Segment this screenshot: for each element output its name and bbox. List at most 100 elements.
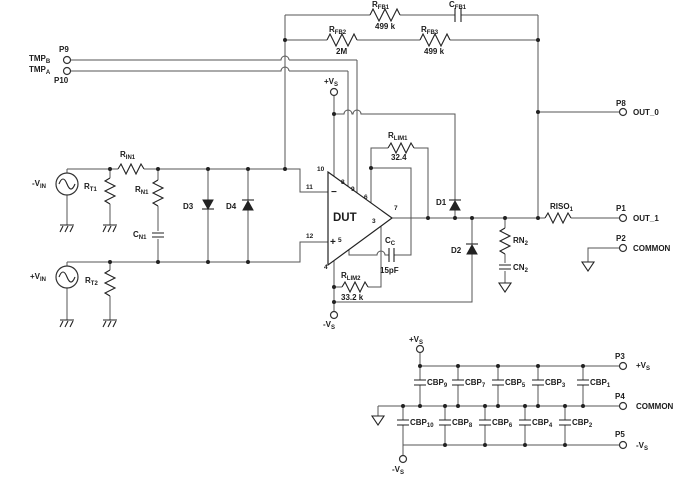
label-rin1: RIN1 bbox=[120, 150, 136, 161]
signal-label-common-p2: COMMON bbox=[633, 244, 671, 253]
label-rlim2: RLIM2 bbox=[341, 271, 361, 282]
terminal-vneg-bypass bbox=[398, 454, 408, 464]
resistor-rlim1 bbox=[387, 141, 415, 155]
dut-label: DUT bbox=[333, 212, 357, 224]
resistor-rfb3 bbox=[419, 32, 451, 48]
terminal-p2 bbox=[618, 243, 628, 253]
terminal-p1 bbox=[618, 213, 628, 223]
resistor-rt2 bbox=[103, 269, 117, 297]
terminal-id-p10: P10 bbox=[54, 76, 69, 85]
label-cbp3: CBP3 bbox=[545, 378, 566, 389]
label-rt1: RT1 bbox=[84, 182, 97, 193]
label-cbp8: CBP8 bbox=[452, 418, 473, 429]
label-cbp1: CBP1 bbox=[590, 378, 611, 389]
dut-pin-number-5: 5 bbox=[338, 237, 342, 244]
label-cc: CC bbox=[385, 236, 396, 247]
dut-pin-number-7: 7 bbox=[394, 205, 398, 212]
label-rfb3: RFB3 bbox=[421, 25, 439, 36]
grounds bbox=[59, 224, 596, 426]
label-d3: D3 bbox=[183, 202, 194, 211]
diode-d1 bbox=[449, 199, 461, 211]
diode-d2 bbox=[466, 243, 478, 255]
label-cbp5: CBP5 bbox=[505, 378, 526, 389]
resistors bbox=[103, 7, 572, 297]
terminal-p10 bbox=[62, 66, 72, 76]
value-rfb2: 2M bbox=[336, 47, 348, 56]
terminal-vpos-opamp bbox=[329, 87, 339, 97]
resistor-rfb1 bbox=[369, 7, 401, 23]
source-label-vin-neg: -VIN bbox=[32, 179, 46, 190]
capacitor-cc bbox=[388, 248, 395, 262]
wire-tmpa bbox=[71, 66, 349, 186]
wire-pin5-cc bbox=[348, 250, 389, 256]
signal-label-common-p4: COMMON bbox=[636, 402, 674, 411]
terminal-id-p9: P9 bbox=[59, 45, 69, 54]
label-cfb1: CFB1 bbox=[449, 0, 467, 11]
value-cc: 15pF bbox=[380, 266, 399, 275]
capacitor-cbp4 bbox=[519, 419, 531, 426]
resistor-rn2 bbox=[498, 227, 512, 255]
wire-p2-common bbox=[587, 247, 619, 262]
source-vin-neg bbox=[55, 172, 79, 196]
capacitor-cbp2 bbox=[559, 419, 571, 426]
capacitor-cbp5 bbox=[492, 379, 504, 386]
supply-label-vpos-opamp: +VS bbox=[324, 77, 339, 88]
terminal-p4 bbox=[618, 401, 628, 411]
terminal-vpos-bypass bbox=[415, 344, 425, 354]
wire-d2-return bbox=[334, 218, 473, 303]
wire-cc-to-node bbox=[371, 167, 412, 256]
terminal-vneg-opamp bbox=[329, 310, 339, 320]
signal-label-vneg-p5: -VS bbox=[636, 441, 649, 452]
ground-vin-pos bbox=[59, 319, 74, 328]
label-cbp9: CBP9 bbox=[427, 378, 448, 389]
signal-label-vpos-p3: +VS bbox=[636, 361, 651, 372]
diode-d4 bbox=[242, 199, 254, 211]
terminal-p3 bbox=[618, 361, 628, 371]
dut-pin-number-8: 8 bbox=[341, 179, 345, 186]
terminal-id-p8: P8 bbox=[616, 99, 626, 108]
terminal-id-p5: P5 bbox=[615, 430, 625, 439]
wire-input-rail-lower bbox=[67, 241, 328, 263]
value-rlim1: 32.4 bbox=[391, 153, 407, 162]
resistor-rfb2 bbox=[326, 32, 358, 48]
signal-label-tmpa: TMPA bbox=[29, 65, 51, 76]
signal-label-out0: OUT_0 bbox=[633, 108, 659, 117]
junction-dots bbox=[108, 38, 585, 447]
resistor-rin1 bbox=[117, 162, 145, 176]
ground-bypass bbox=[370, 415, 386, 426]
dut-pin-number-11: 11 bbox=[306, 184, 313, 191]
terminals bbox=[62, 55, 628, 464]
label-rfb2: RFB2 bbox=[329, 25, 347, 36]
terminal-id-p3: P3 bbox=[615, 352, 625, 361]
terminal-p8 bbox=[618, 107, 628, 117]
dut-pin-number-6: 6 bbox=[364, 194, 368, 201]
ground-p2 bbox=[580, 261, 596, 272]
dut-noninverting-sign: + bbox=[330, 237, 336, 248]
capacitor-cn1 bbox=[152, 232, 164, 238]
diodes bbox=[202, 199, 478, 255]
terminal-p5 bbox=[618, 440, 628, 450]
supply-label-vneg-opamp: -VS bbox=[323, 320, 336, 331]
ground-vin-neg bbox=[59, 224, 74, 233]
wire-bypass-top-columns bbox=[419, 366, 584, 406]
wire-bypass-bot-columns bbox=[402, 406, 566, 445]
supply-label-vneg-bypass: -VS bbox=[392, 465, 405, 476]
ground-rt1 bbox=[102, 224, 117, 233]
label-riso: RISO1 bbox=[550, 202, 573, 213]
wire-tmpb bbox=[71, 55, 358, 193]
diode-d3 bbox=[202, 199, 214, 211]
label-rt2: RT2 bbox=[85, 276, 98, 287]
ground-rt2 bbox=[102, 319, 117, 328]
dut-pin-number-10: 10 bbox=[317, 166, 325, 173]
dut-pin-number-4: 4 bbox=[324, 264, 328, 271]
label-cbp6: CBP6 bbox=[492, 418, 513, 429]
label-rn1: RN1 bbox=[135, 185, 149, 196]
value-rfb1: 499 k bbox=[375, 22, 396, 31]
label-cn2: CN2 bbox=[513, 263, 528, 274]
source-label-vin-pos: +VIN bbox=[30, 272, 47, 283]
capacitor-cbp10 bbox=[397, 419, 409, 426]
label-cbp10: CBP10 bbox=[410, 418, 434, 429]
wire-pin6-rlim1 bbox=[370, 147, 429, 218]
resistor-riso bbox=[544, 211, 572, 225]
